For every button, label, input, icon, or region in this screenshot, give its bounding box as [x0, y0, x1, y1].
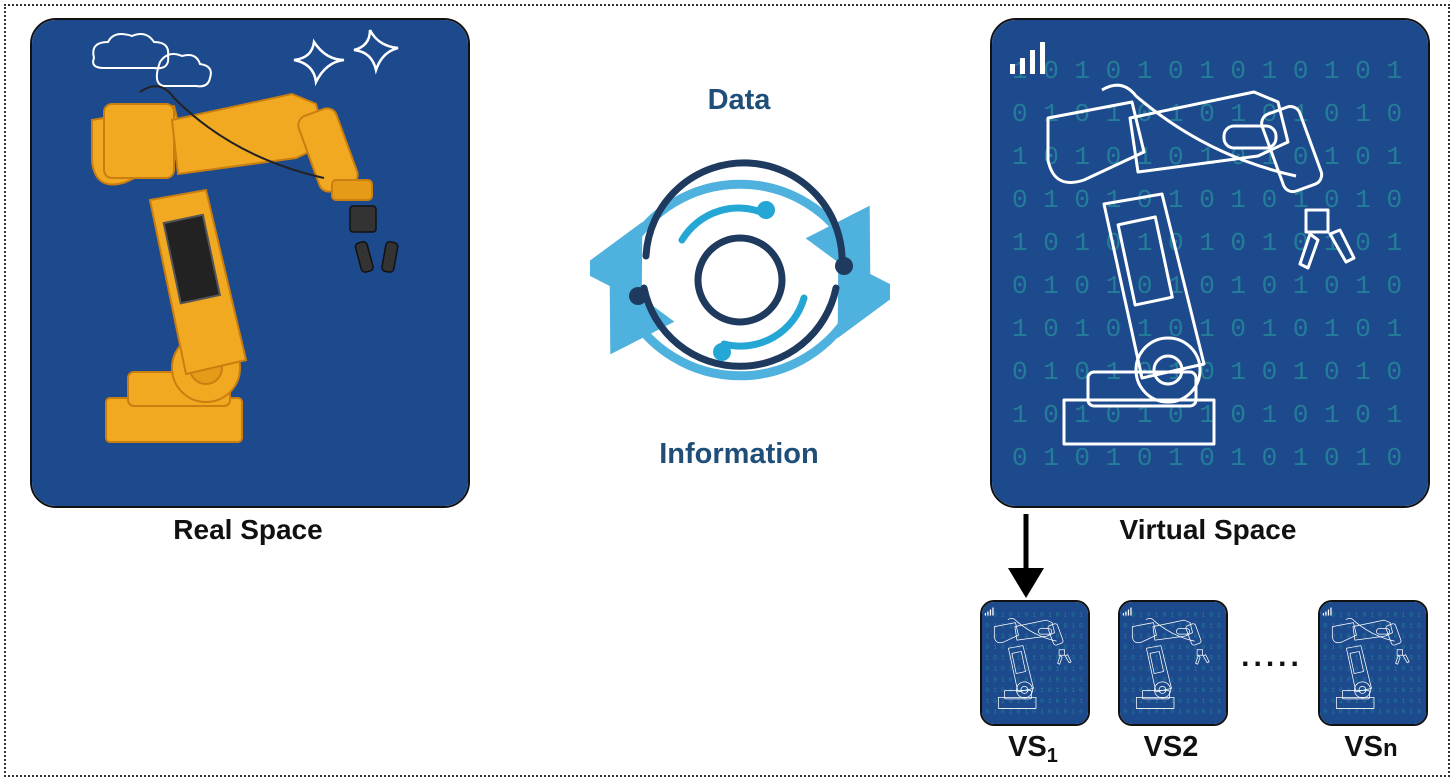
binary-background: 1 0 1 0 1 0 1 0 1 0 1 0 1 0 1 0 1 0 1 0 1…	[1123, 612, 1221, 716]
binary-row: 1 0 1 0 1 0 1 0 1 0 1 0 1	[985, 612, 1083, 619]
robot-gripper	[349, 205, 399, 273]
binary-row: 1 0 1 0 1 0 1 0 1 0 1 0 1	[1323, 698, 1421, 705]
binary-row: 0 1 0 1 0 1 0 1 0 1 0 1 0	[1123, 687, 1221, 694]
binary-row: 0 1 0 1 0 1 0 1 0 1 0 1 0	[1323, 622, 1421, 629]
binary-row: 0 1 0 1 0 1 0 1 0 1 0 1 0	[985, 666, 1083, 673]
binary-row: 1 0 1 0 1 0 1 0 1 0 1 0 1	[1323, 655, 1421, 662]
binary-background: 1 0 1 0 1 0 1 0 1 0 1 0 1 0 1 0 1 0 1 0 1…	[985, 612, 1083, 716]
signal-bars-icon	[984, 607, 994, 616]
binary-row: 0 1 0 1 0 1 0 1 0 1 0 1 0	[1123, 644, 1221, 651]
down-arrow	[1008, 514, 1044, 598]
vs1-prefix: VS	[1008, 731, 1047, 763]
middle-node-bottom	[713, 343, 731, 361]
signal-bars-icon	[1322, 607, 1332, 616]
binary-row: 1 0 1 0 1 0 1 0 1 0 1 0 1	[1323, 676, 1421, 683]
binary-row: 1 0 1 0 1 0 1 0 1 0 1 0 1	[1123, 698, 1221, 705]
binary-row: 0 1 0 1 0 1 0 1 0 1 0 1 0	[1323, 666, 1421, 673]
vsn-label: VSn	[1311, 731, 1431, 764]
virtual-space-caption: Virtual Space	[1119, 514, 1297, 545]
binary-row: 1 0 1 0 1 0 1 0 1 0 1 0 1	[1123, 633, 1221, 640]
binary-row: 0 1 0 1 0 1 0 1 0 1 0 1 0	[1012, 185, 1402, 215]
inner-ring	[694, 234, 786, 326]
virtual-space-instance-1: 1 0 1 0 1 0 1 0 1 0 1 0 1 0 1 0 1 0 1 0 1…	[980, 600, 1090, 726]
binary-background: 1 0 1 0 1 0 1 0 1 0 1 0 1 0 1 0 1 0 1 0 1…	[1323, 612, 1421, 716]
robot-wireframe	[1131, 617, 1210, 709]
vsn-prefix: VS	[1344, 731, 1383, 763]
bottom-arc-arrow	[609, 257, 890, 381]
binary-row: 1 0 1 0 1 0 1 0 1 0 1 0 1	[1323, 633, 1421, 640]
outer-node-left	[629, 287, 647, 305]
binary-row: 0 1 0 1 0 1 0 1 0 1 0 1 0	[1123, 709, 1221, 716]
binary-row: 0 1 0 1 0 1 0 1 0 1 0 1 0	[985, 687, 1083, 694]
middle-node-top	[757, 201, 775, 219]
binary-row: 0 1 0 1 0 1 0 1 0 1 0 1 0	[1012, 357, 1402, 387]
vs2-label: VS2	[1111, 731, 1231, 764]
virtual-robot-thumbnail: 1 0 1 0 1 0 1 0 1 0 1 0 1 0 1 0 1 0 1 0 1…	[1320, 602, 1426, 724]
binary-row: 1 0 1 0 1 0 1 0 1 0 1 0 1	[1012, 314, 1402, 344]
data-information-cycle	[590, 159, 890, 381]
binary-row: 0 1 0 1 0 1 0 1 0 1 0 1 0	[1123, 666, 1221, 673]
binary-row: 0 1 0 1 0 1 0 1 0 1 0 1 0	[1323, 709, 1421, 716]
middle-ring-bottom	[720, 294, 808, 350]
binary-row: 1 0 1 0 1 0 1 0 1 0 1 0 1	[1012, 56, 1402, 86]
sparkle-icon	[293, 29, 399, 87]
ellipsis: .....	[1241, 640, 1303, 673]
cloud-icon	[92, 33, 212, 88]
binary-row: 1 0 1 0 1 0 1 0 1 0 1 0 1	[985, 655, 1083, 662]
outer-node-right	[835, 257, 853, 275]
virtual-robot-illustration: 1 0 1 0 1 0 1 0 1 0 1 0 1 0 1 0 1 0 1 0 1…	[992, 20, 1428, 506]
binary-row: 1 0 1 0 1 0 1 0 1 0 1 0 1	[1012, 400, 1402, 430]
virtual-space-panel: 1 0 1 0 1 0 1 0 1 0 1 0 1 0 1 0 1 0 1 0 1…	[990, 18, 1430, 508]
binary-row: 0 1 0 1 0 1 0 1 0 1 0 1 0	[985, 644, 1083, 651]
middle-ring-top	[678, 204, 770, 244]
binary-row: 1 0 1 0 1 0 1 0 1 0 1 0 1	[1012, 228, 1402, 258]
signal-bars-icon	[1122, 607, 1132, 616]
virtual-space-instance-n: 1 0 1 0 1 0 1 0 1 0 1 0 1 0 1 0 1 0 1 0 1…	[1318, 600, 1428, 726]
vs1-label: VS1	[973, 731, 1093, 768]
information-label: Information	[659, 438, 819, 470]
signal-bars-icon	[1010, 42, 1045, 74]
robot-arm	[91, 92, 373, 443]
vsn-subscript: n	[1383, 735, 1398, 762]
binary-row: 1 0 1 0 1 0 1 0 1 0 1 0 1	[985, 676, 1083, 683]
robot-cable	[139, 85, 325, 179]
binary-row: 1 0 1 0 1 0 1 0 1 0 1 0 1	[985, 698, 1083, 705]
binary-row: 1 0 1 0 1 0 1 0 1 0 1 0 1	[1123, 655, 1221, 662]
binary-row: 1 0 1 0 1 0 1 0 1 0 1 0 1	[1323, 612, 1421, 619]
binary-row: 1 0 1 0 1 0 1 0 1 0 1 0 1	[1123, 612, 1221, 619]
robot-wireframe	[1046, 83, 1356, 446]
diagram-frame	[4, 4, 1450, 777]
real-space-panel	[30, 18, 470, 508]
virtual-space-instance-2: 1 0 1 0 1 0 1 0 1 0 1 0 1 0 1 0 1 0 1 0 1…	[1118, 600, 1228, 726]
real-space-caption: Real Space	[173, 514, 323, 545]
vs1-subscript: 1	[1046, 745, 1058, 767]
outer-ring-top	[642, 159, 846, 270]
binary-row: 0 1 0 1 0 1 0 1 0 1 0 1 0	[1323, 644, 1421, 651]
binary-row: 1 0 1 0 1 0 1 0 1 0 1 0 1	[1012, 142, 1402, 172]
binary-row: 0 1 0 1 0 1 0 1 0 1 0 1 0	[1012, 443, 1402, 473]
binary-row: 1 0 1 0 1 0 1 0 1 0 1 0 1	[985, 633, 1083, 640]
binary-row: 0 1 0 1 0 1 0 1 0 1 0 1 0	[985, 622, 1083, 629]
outer-ring-bottom	[640, 284, 840, 370]
vs2-prefix: VS	[1143, 731, 1183, 763]
binary-row: 0 1 0 1 0 1 0 1 0 1 0 1 0	[1012, 271, 1402, 301]
data-label: Data	[707, 84, 771, 116]
vs2-subscript: 2	[1182, 731, 1199, 763]
binary-row: 0 1 0 1 0 1 0 1 0 1 0 1 0	[985, 709, 1083, 716]
robot-wireframe	[1331, 617, 1410, 709]
binary-row: 0 1 0 1 0 1 0 1 0 1 0 1 0	[1123, 622, 1221, 629]
virtual-robot-thumbnail: 1 0 1 0 1 0 1 0 1 0 1 0 1 0 1 0 1 0 1 0 1…	[982, 602, 1088, 724]
real-robot-illustration	[32, 20, 468, 506]
virtual-robot-thumbnail: 1 0 1 0 1 0 1 0 1 0 1 0 1 0 1 0 1 0 1 0 1…	[1120, 602, 1226, 724]
robot-wireframe	[993, 617, 1072, 709]
binary-background: 1 0 1 0 1 0 1 0 1 0 1 0 1 0 1 0 1 0 1 0 1…	[1012, 56, 1402, 473]
binary-row: 1 0 1 0 1 0 1 0 1 0 1 0 1	[1123, 676, 1221, 683]
binary-row: 0 1 0 1 0 1 0 1 0 1 0 1 0	[1323, 687, 1421, 694]
